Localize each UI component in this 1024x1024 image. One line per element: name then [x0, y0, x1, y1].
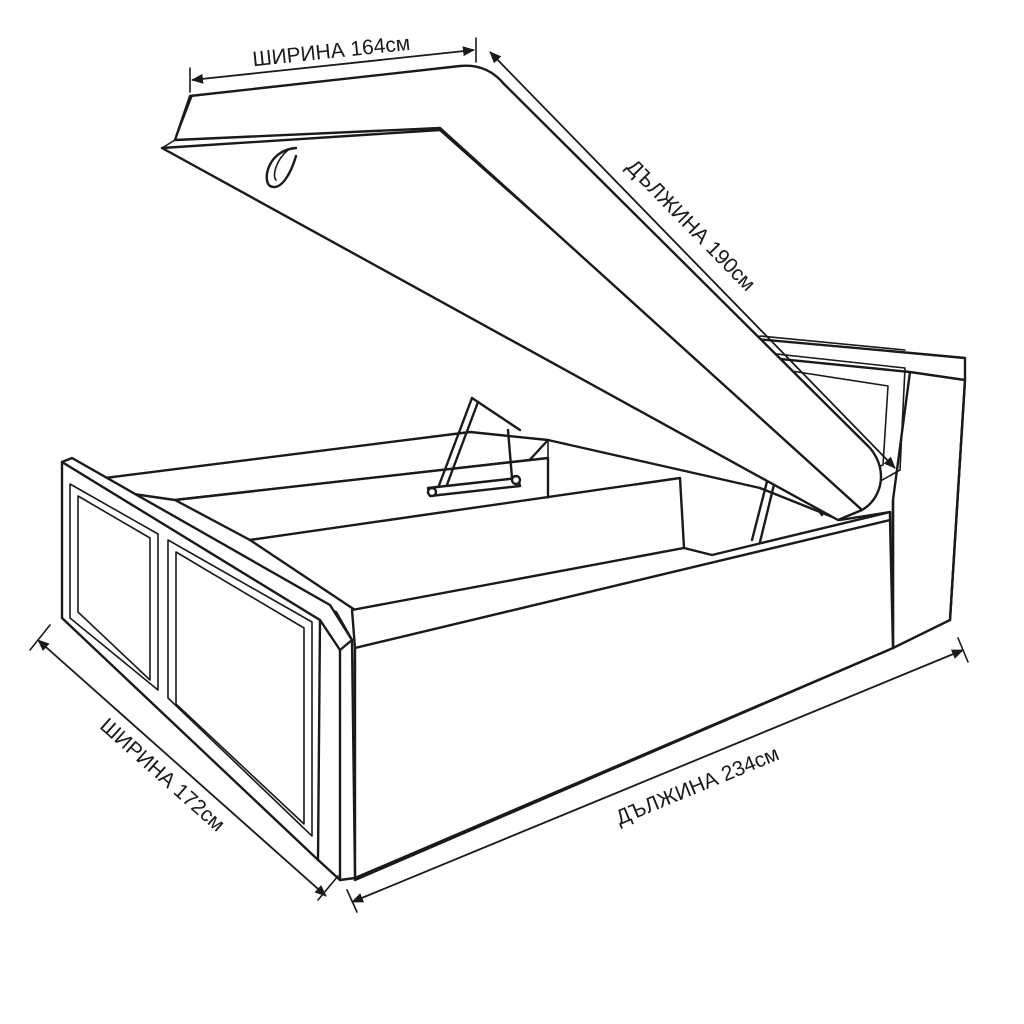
bed-diagram: ШИРИНА 164см ДЪЛЖИНА 190см ШИРИНА 172см … — [29, 32, 969, 913]
